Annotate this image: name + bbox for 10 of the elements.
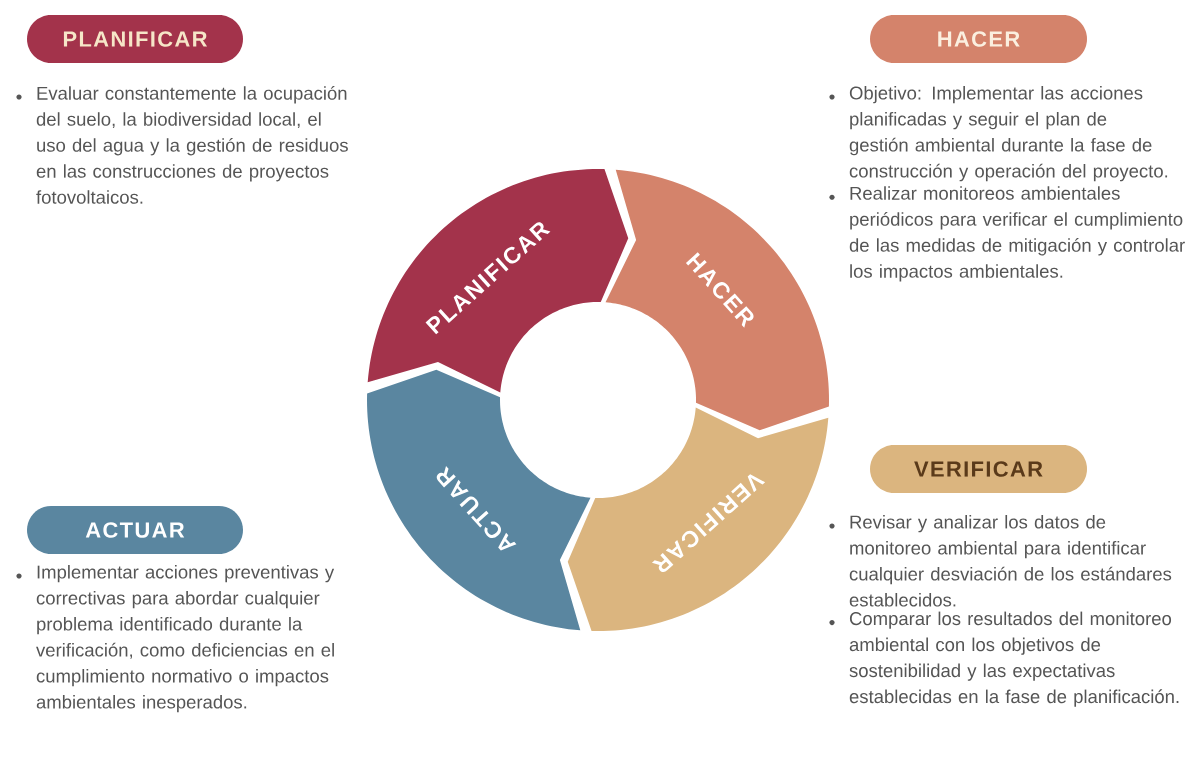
phase-pill: PLANIFICAR — [27, 15, 243, 63]
bullet-text: Revisar y analizar los datos de monitoreo ambiental para identificar cualquier desviación de los estándares establecidos. — [849, 515, 1172, 607]
bullet-text: Implementar acciones preventivas y correctivas para abordar cualquier problema identificado durante la verificación, como deficiencias en el cumplimiento normativo o impactos ambientales inesperados. — [36, 565, 335, 713]
bullet-text: Comparar los resultados del monitoreo ambiental con los objetivos de sostenibilidad y las expectativas establecidas en la fase de planificación. — [849, 611, 1179, 707]
bullet-text: Realizar monitoreos ambientales periódicos para verificar el cumplimiento de las medidas de mitigación y controlar los impactos ambientales. — [849, 186, 1185, 282]
bullet-text: Objetivo: Implementar las acciones planificadas y seguir el plan de gestión ambiental durante la fase de construcción y operación del proyecto. — [849, 86, 1168, 182]
bullet-text: Evaluar constantemente la ocupación del suelo, la biodiversidad local, el uso del agua y la gestión de residuos en las construcciones de proyectos fotovoltaicos. — [36, 86, 348, 204]
phase-pill: VERIFICAR — [870, 445, 1087, 493]
phase-pill: HACER — [870, 15, 1087, 63]
phase-pill: ACTUAR — [27, 506, 243, 554]
